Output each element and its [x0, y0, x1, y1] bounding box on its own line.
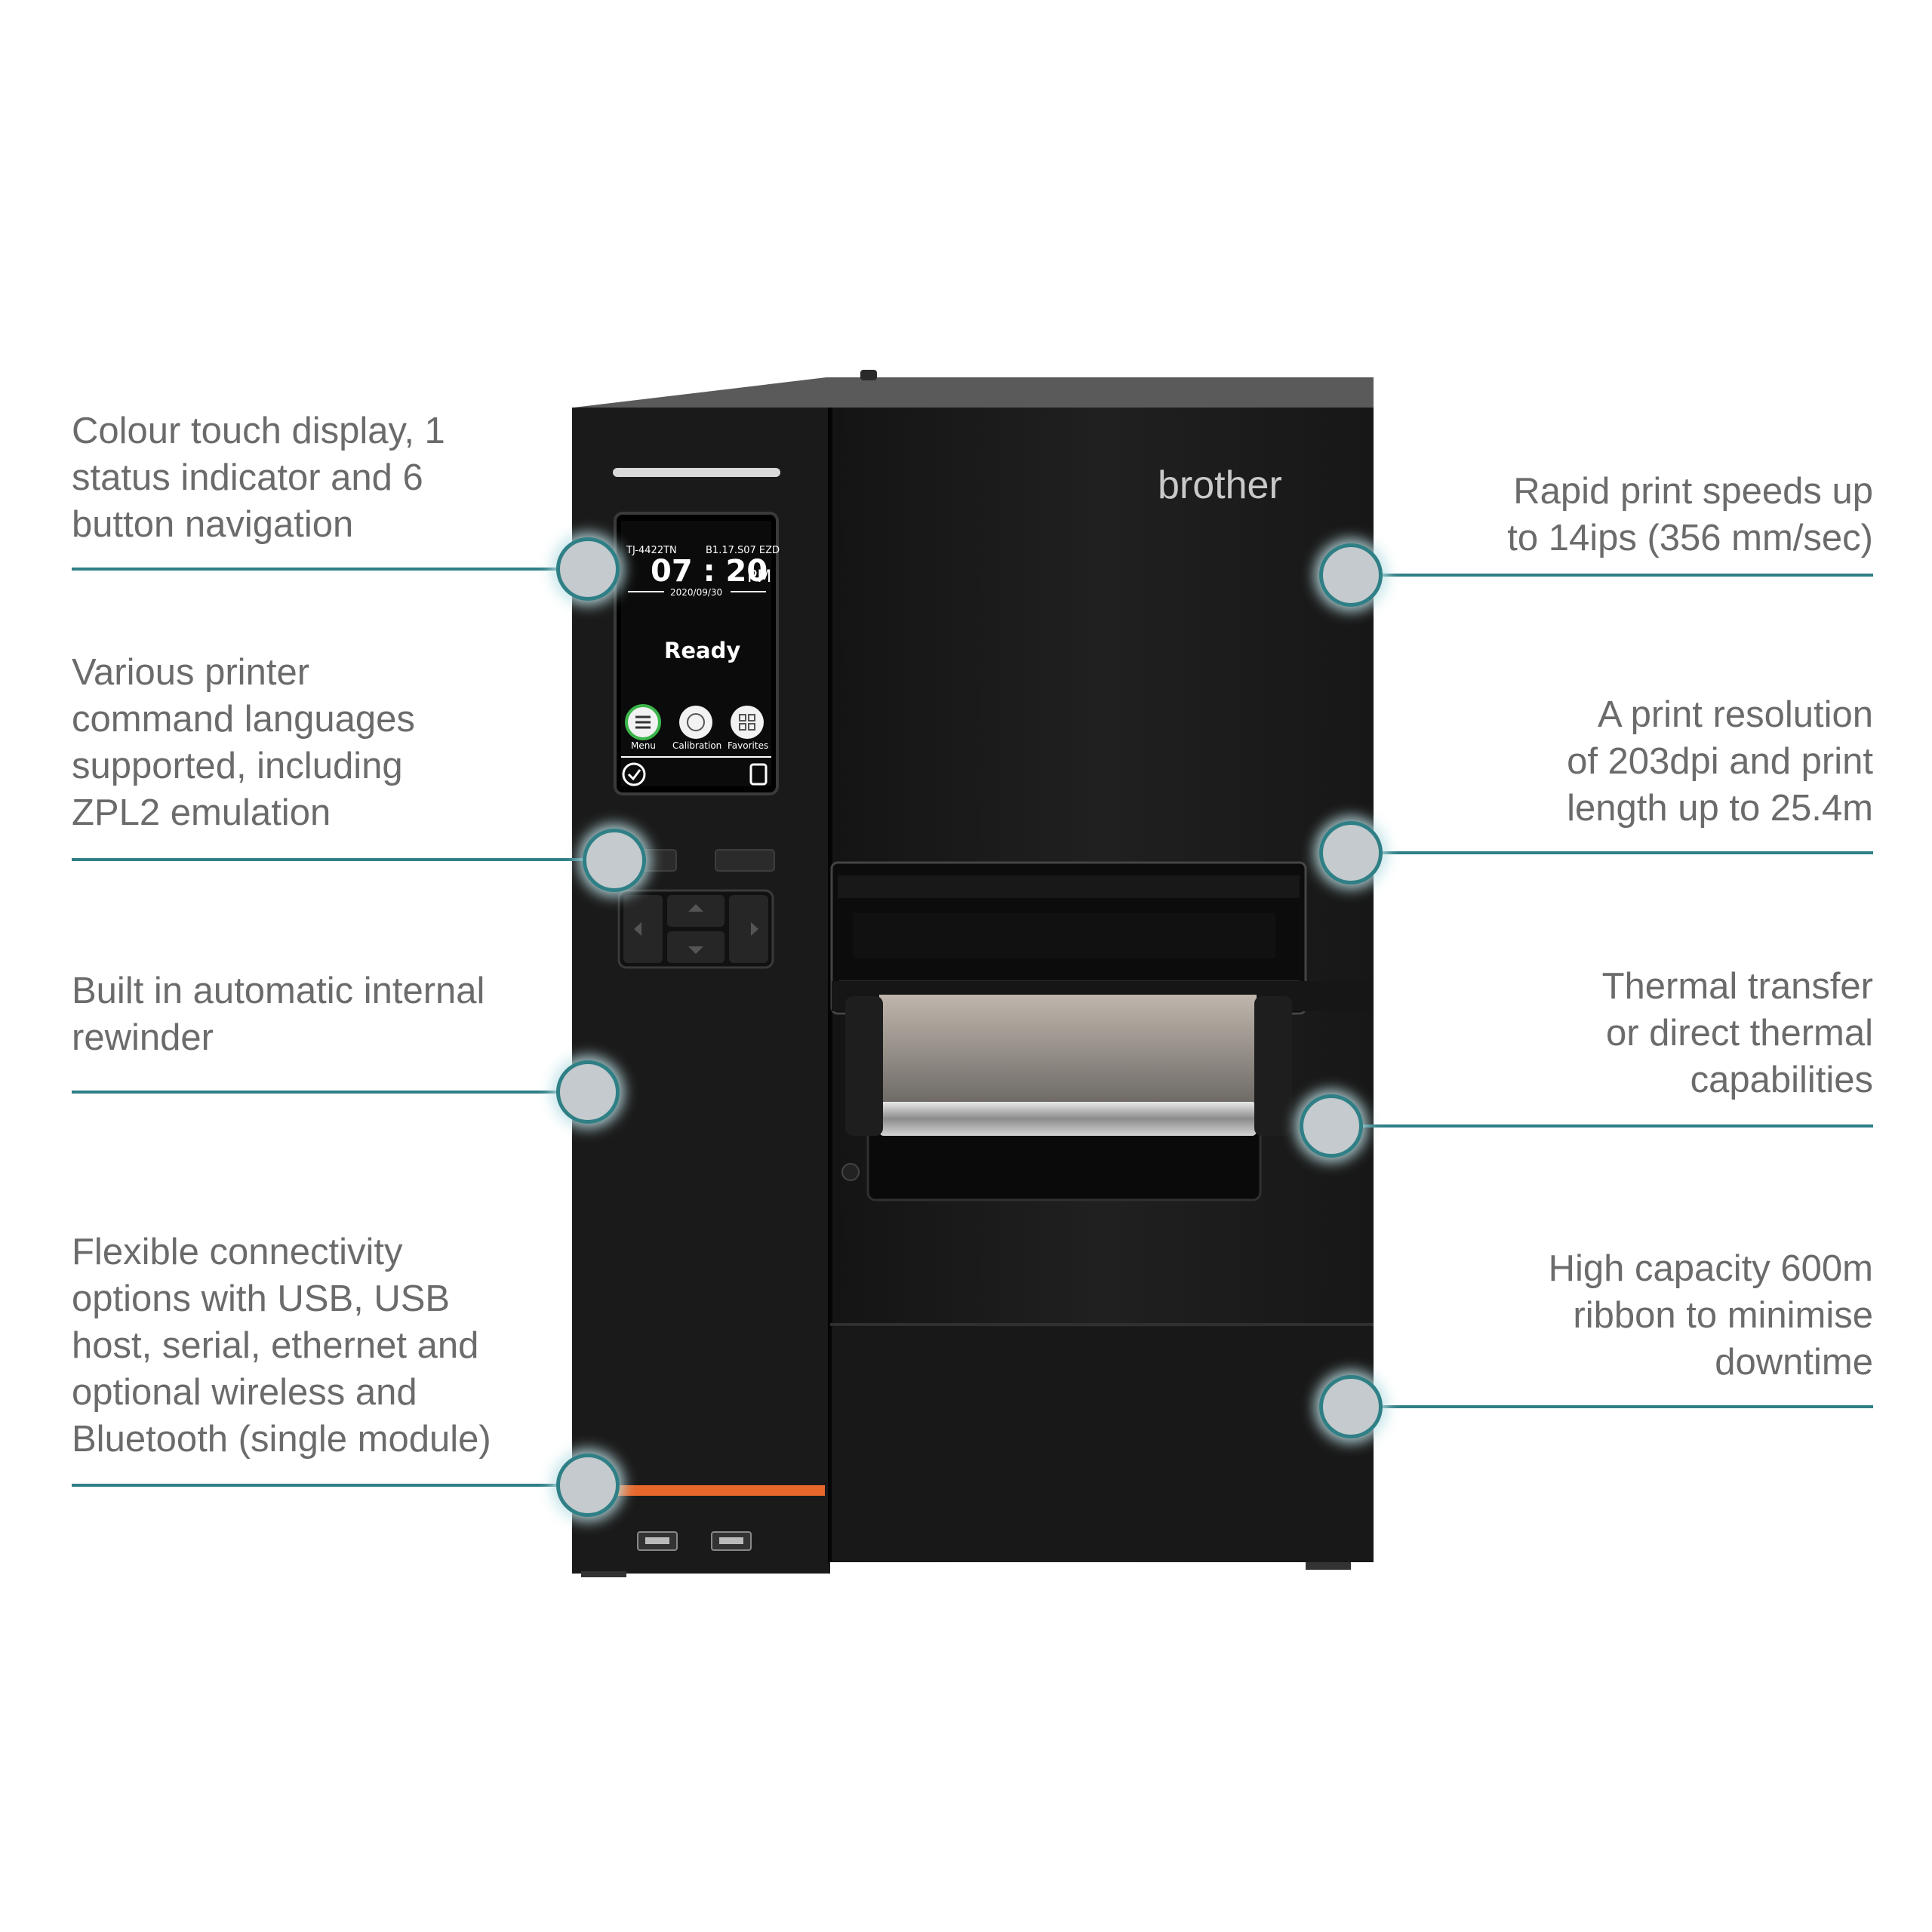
callout-left-display: Colour touch display, 1 status indicator… [72, 411, 445, 545]
dpad-right [729, 895, 768, 963]
callout-line-right-3 [1331, 1124, 1873, 1128]
callout-right-ribbon: High capacity 600m ribbon to minimise do… [1548, 1248, 1873, 1383]
callout-marker-left-3[interactable] [556, 1060, 620, 1124]
callout-marker-left-1[interactable] [556, 537, 620, 601]
callout-marker-right-4[interactable] [1319, 1375, 1383, 1438]
dpad-left [623, 895, 663, 963]
screen-date: 2020/09/30 [670, 587, 722, 598]
callout-marker-right-2[interactable] [1319, 821, 1383, 884]
screen-btn-calibration: Calibration [672, 740, 721, 751]
callout-right-resolution: A print resolution of 203dpi and print l… [1567, 694, 1873, 829]
screen-time: 07 : 20 [651, 554, 768, 589]
screen-doc-icon [749, 763, 768, 786]
screen-firmware: B1.17.S07 EZD [706, 545, 780, 556]
screen-status: Ready [664, 638, 740, 663]
screen-btn-favorites: Favorites [728, 740, 768, 751]
platen-roller [879, 1102, 1257, 1136]
callout-line-right-1 [1351, 574, 1873, 577]
callout-left-languages: Various printer command languages suppor… [72, 652, 415, 833]
screen-btn-menu: Menu [631, 740, 656, 751]
callout-right-thermal: Thermal transfer or direct thermal capab… [1601, 966, 1873, 1100]
callout-marker-left-4[interactable] [556, 1454, 620, 1517]
callout-line-right-2 [1351, 851, 1873, 854]
screen-check-icon [622, 762, 646, 786]
ribbon-bay [832, 1327, 1372, 1561]
soft-key-right [715, 849, 775, 872]
callout-line-left-2 [72, 858, 615, 861]
callout-marker-right-3[interactable] [1300, 1094, 1363, 1158]
callout-marker-right-1[interactable] [1319, 543, 1383, 607]
accent-strip [572, 1485, 825, 1496]
print-head-plate [879, 995, 1257, 1104]
screen-ampm: PM [747, 568, 771, 586]
status-indicator [613, 468, 780, 477]
printer-top-cover [574, 377, 1374, 411]
callout-line-left-4 [72, 1484, 585, 1487]
callout-left-connectivity: Flexible connectivity options with USB, … [72, 1232, 491, 1460]
callout-line-left-1 [72, 568, 585, 571]
screen-favorites-icon [731, 706, 764, 739]
callout-right-speed: Rapid print speeds up to 14ips (356 mm/s… [1507, 471, 1873, 558]
callout-line-right-4 [1351, 1405, 1873, 1408]
callout-left-rewinder: Built in automatic internal rewinder [72, 971, 485, 1058]
callout-marker-left-2[interactable] [583, 829, 646, 892]
screen-calibration-icon [679, 706, 712, 739]
brother-logo: brother [1158, 463, 1282, 507]
screen-model: TJ-4422TN [626, 545, 677, 556]
callout-line-left-3 [72, 1091, 585, 1094]
